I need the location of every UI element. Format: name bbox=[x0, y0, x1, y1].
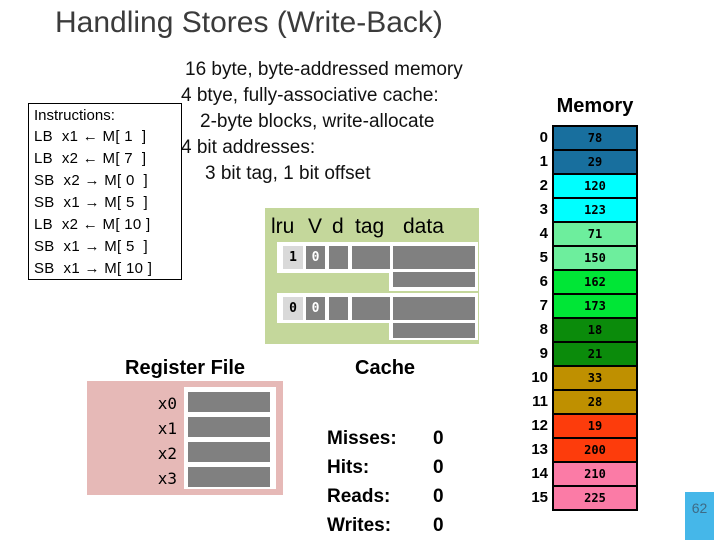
stat-value: 0 bbox=[433, 515, 444, 536]
memory-cell: 225 bbox=[554, 487, 636, 509]
memory-cell: 78 bbox=[554, 127, 636, 151]
cache-header-v: V bbox=[308, 215, 323, 238]
cache-data-cell bbox=[393, 272, 475, 287]
cache-diagram: lru V d tag data 1 0 0 0 bbox=[265, 208, 479, 344]
memory-address: 12 bbox=[531, 417, 548, 434]
description-line: 3 bit tag, 1 bit offset bbox=[205, 163, 371, 184]
memory-cell: 21 bbox=[554, 343, 636, 367]
instructions-box: Instructions: LB x1 ← M[ 1 ] LB x2 ← M[ … bbox=[28, 103, 182, 280]
memory-cell: 33 bbox=[554, 367, 636, 391]
stat-label: Misses: bbox=[327, 428, 397, 449]
memory-address: 3 bbox=[539, 201, 548, 218]
instruction: LB x2 ← M[ 7 ] bbox=[34, 150, 147, 167]
stat-value: 0 bbox=[433, 457, 444, 478]
memory-cell: 18 bbox=[554, 319, 636, 343]
instruction: SB x1 → M[ 10 ] bbox=[34, 260, 153, 277]
description-line: 4 bit addresses: bbox=[181, 137, 316, 158]
memory-cell: 162 bbox=[554, 271, 636, 295]
stat-label: Reads: bbox=[327, 486, 391, 507]
stat-value: 0 bbox=[433, 486, 444, 507]
cache-caption: Cache bbox=[355, 357, 416, 379]
cache-valid-cell: 0 bbox=[306, 246, 325, 269]
stat-row: Reads: 0 bbox=[327, 486, 444, 515]
register-value-cell bbox=[188, 442, 270, 462]
register-label: x3 bbox=[157, 469, 177, 488]
stat-label: Hits: bbox=[327, 457, 370, 478]
stat-row: Misses: 0 bbox=[327, 428, 444, 457]
memory-cell: 19 bbox=[554, 415, 636, 439]
description-line: 2-byte blocks, write-allocate bbox=[200, 111, 435, 132]
description-line: 16 byte, byte-addressed memory bbox=[185, 59, 463, 80]
cache-description: 16 byte, byte-addressed memory 4 btye, f… bbox=[181, 57, 463, 187]
memory-cell: 28 bbox=[554, 391, 636, 415]
description-line: 4 btye, fully-associative cache: bbox=[181, 85, 439, 106]
memory-address: 14 bbox=[531, 465, 548, 482]
memory-table: 78 29 120 123 71 150 162 173 18 21 33 28… bbox=[552, 125, 638, 511]
memory-caption: Memory bbox=[556, 95, 634, 117]
memory-address: 8 bbox=[539, 321, 548, 338]
cache-valid-cell: 0 bbox=[306, 297, 325, 320]
memory-cell: 123 bbox=[554, 199, 636, 223]
memory-address: 2 bbox=[539, 177, 548, 194]
memory-address: 5 bbox=[539, 249, 548, 266]
register-file-caption: Register File bbox=[125, 357, 246, 379]
memory-address: 11 bbox=[532, 393, 548, 410]
cache-tag-cell bbox=[352, 297, 390, 320]
memory-cell: 29 bbox=[554, 151, 636, 175]
register-value-cell bbox=[188, 417, 270, 437]
page-number-badge: 62 bbox=[685, 492, 714, 540]
cache-header-d: d bbox=[332, 215, 344, 238]
memory-cell: 210 bbox=[554, 463, 636, 487]
memory-address: 9 bbox=[539, 345, 548, 362]
cache-tag-cell bbox=[352, 246, 390, 269]
slide-title: Handling Stores (Write-Back) bbox=[55, 6, 443, 39]
cache-header-tag: tag bbox=[355, 215, 385, 238]
memory-address: 6 bbox=[539, 273, 548, 290]
cache-data-cell bbox=[393, 297, 475, 320]
cache-data-cell bbox=[393, 246, 475, 269]
memory-address: 13 bbox=[531, 441, 548, 458]
stat-row: Hits: 0 bbox=[327, 457, 444, 486]
memory-address: 15 bbox=[531, 489, 548, 506]
memory-address: 1 bbox=[539, 153, 548, 170]
instruction: SB x2 → M[ 0 ] bbox=[34, 172, 148, 189]
instruction: LB x2 ← M[ 10 ] bbox=[34, 216, 151, 233]
memory-cell: 71 bbox=[554, 223, 636, 247]
register-label: x1 bbox=[157, 419, 177, 438]
register-value-cell bbox=[188, 467, 270, 487]
instruction: SB x1 → M[ 5 ] bbox=[34, 194, 148, 211]
instruction: SB x1 → M[ 5 ] bbox=[34, 238, 148, 255]
memory-cell: 120 bbox=[554, 175, 636, 199]
cache-dirty-cell bbox=[329, 297, 348, 320]
register-value-cell bbox=[188, 392, 270, 412]
memory-cell: 200 bbox=[554, 439, 636, 463]
instructions-label: Instructions: bbox=[34, 107, 115, 124]
cache-header-data: data bbox=[403, 215, 444, 238]
cache-lru-cell: 0 bbox=[283, 297, 303, 320]
stat-row: Writes: 0 bbox=[327, 515, 444, 540]
memory-cell: 173 bbox=[554, 295, 636, 319]
register-label: x0 bbox=[157, 394, 177, 413]
register-label: x2 bbox=[157, 444, 177, 463]
memory-cell: 150 bbox=[554, 247, 636, 271]
memory-address: 4 bbox=[539, 225, 548, 242]
memory-address: 7 bbox=[539, 297, 548, 314]
cache-dirty-cell bbox=[329, 246, 348, 269]
cache-lru-cell: 1 bbox=[283, 246, 303, 269]
cache-stats: Misses: 0 Hits: 0 Reads: 0 Writes: 0 bbox=[327, 428, 444, 540]
cache-data-cell bbox=[393, 323, 475, 338]
cache-header-lru: lru bbox=[271, 215, 295, 238]
stat-label: Writes: bbox=[327, 515, 392, 536]
memory-address: 0 bbox=[539, 129, 548, 146]
stat-value: 0 bbox=[433, 428, 444, 449]
memory-address: 10 bbox=[531, 369, 548, 386]
instruction: LB x1 ← M[ 1 ] bbox=[34, 128, 147, 145]
